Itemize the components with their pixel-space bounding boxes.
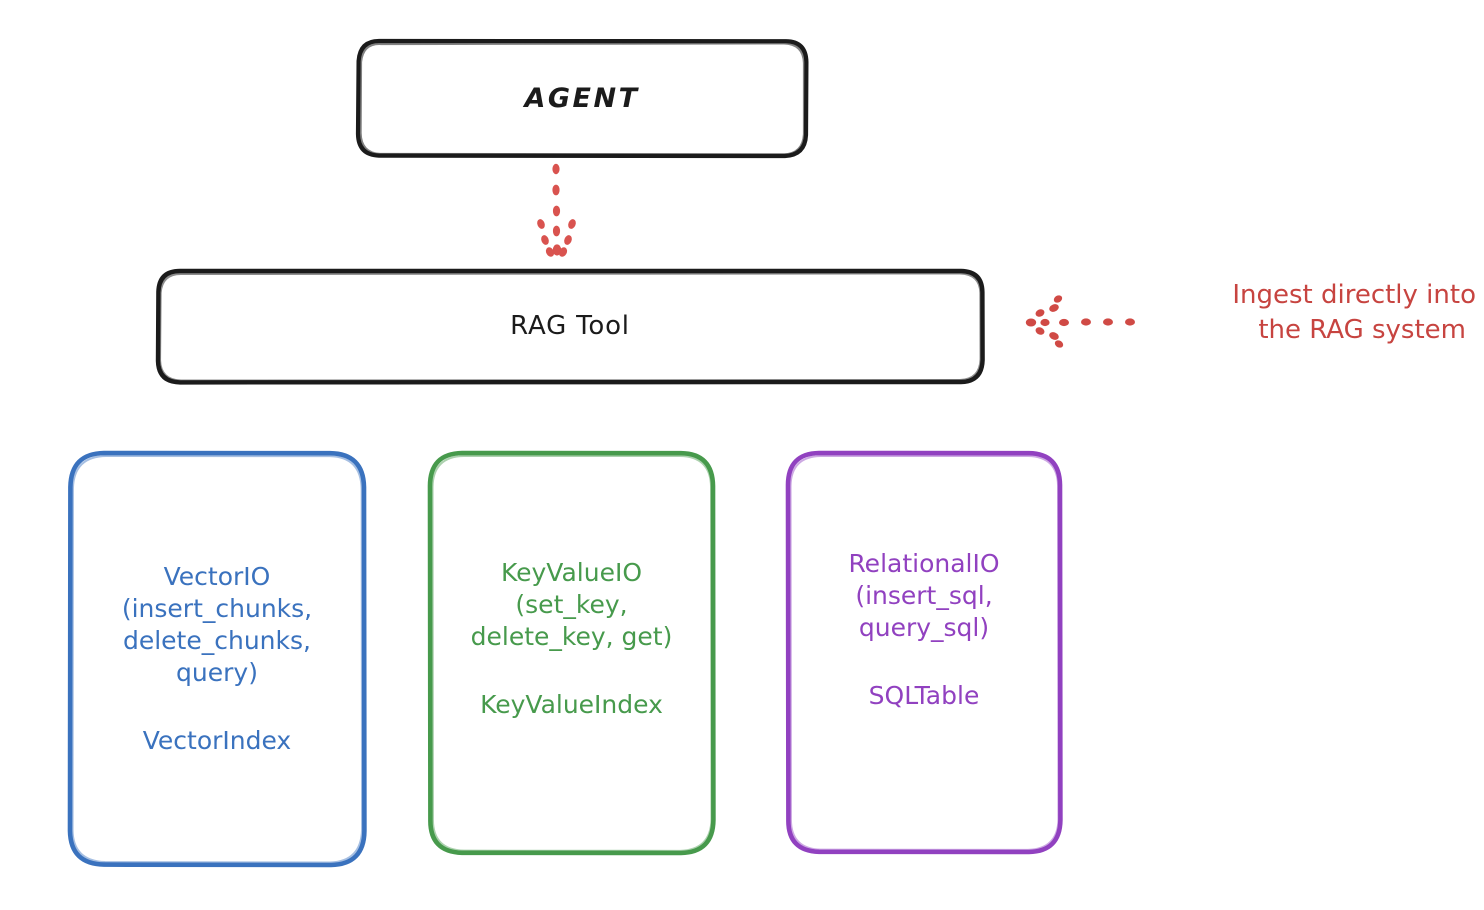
relationalio-interface-line-2: (insert_sql,: [855, 581, 993, 610]
vectorio-node[interactable]: VectorIO (insert_chunks, delete_chunks, …: [70, 452, 364, 865]
relationalio-box-outline: [785, 450, 1063, 855]
vectorio-interface-line-2: (insert_chunks,: [121, 593, 313, 623]
vectorio-content: VectorIO (insert_chunks, delete_chunks, …: [122, 561, 312, 757]
ingest-annotation-line-1: Ingest directly into: [1232, 280, 1476, 310]
keyvalueio-interface-line-3: delete_key, get): [470, 621, 673, 651]
rag-tool-label: RAG Tool: [510, 311, 630, 341]
keyvalueio-content: KeyValueIO (set_key, delete_key, get) Ke…: [471, 557, 673, 721]
ingest-annotation-line-2: the RAG system: [1258, 315, 1466, 346]
keyvalueio-interface-line-1: KeyValueIO: [500, 557, 642, 587]
agent-label: AGENT: [524, 82, 640, 114]
agent-box-outline: [355, 38, 809, 159]
rag-tool-box-outline: [155, 268, 985, 385]
ingest-dotted-arrow: [1025, 295, 1135, 348]
keyvalueio-index-label: KeyValueIndex: [480, 689, 663, 719]
agent-node[interactable]: AGENT: [358, 40, 806, 156]
relationalio-interface-line-1: RelationalIO: [848, 549, 1000, 578]
relationalio-content: RelationalIO (insert_sql, query_sql) SQL…: [848, 548, 999, 712]
relationalio-interface-line-3: query_sql): [858, 613, 990, 642]
vectorio-index-label: VectorIndex: [142, 725, 292, 755]
vectorio-interface-line-4: query): [176, 657, 258, 687]
vectorio-interface-line-1: VectorIO: [163, 561, 271, 591]
relationalio-node[interactable]: RelationalIO (insert_sql, query_sql) SQL…: [788, 452, 1060, 852]
keyvalueio-box-outline: [427, 450, 716, 856]
rag-tool-node[interactable]: RAG Tool: [158, 270, 982, 382]
vectorio-interface-line-3: delete_chunks,: [122, 625, 311, 655]
keyvalueio-interface-line-2: (set_key,: [515, 589, 628, 619]
ingest-annotation: Ingest directly into the RAG system: [1146, 278, 1476, 348]
agent-to-rag-dotted-arrow: [537, 163, 576, 257]
relationalio-index-label: SQLTable: [868, 681, 980, 710]
keyvalueio-node[interactable]: KeyValueIO (set_key, delete_key, get) Ke…: [430, 452, 713, 853]
vectorio-box-outline: [67, 450, 367, 868]
